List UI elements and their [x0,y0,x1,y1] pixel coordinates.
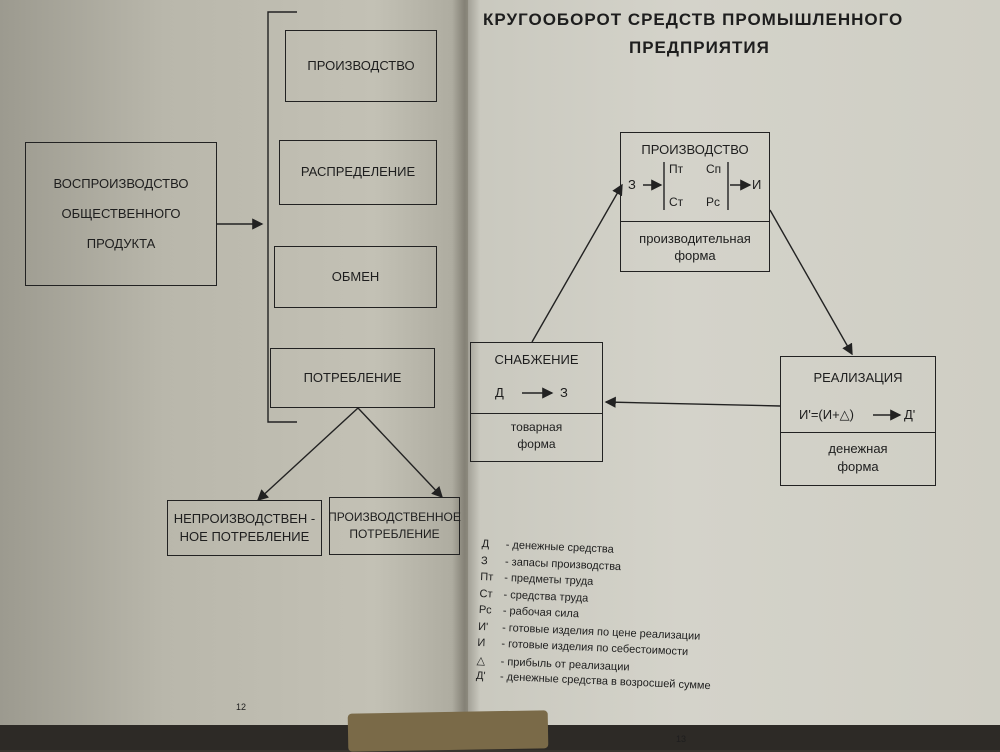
legend-key: Д [481,538,490,551]
arrow-production-to-realization [769,209,853,356]
stage-distribution-box: РАСПРЕДЕЛЕНИЕ [279,140,437,205]
legend: Д- денежные средства З- запасы производс… [476,538,717,697]
realization-title: РЕАЛИЗАЦИЯ [813,370,903,385]
production-title: ПРОИЗВОДСТВО [641,142,749,157]
reproduction-box: ВОСПРОИЗВОДСТВО ОБЩЕСТВЕННОГО ПРОДУКТА [25,142,217,286]
productive-consumption-box: ПРОИЗВОДСТВЕННОЕ ПОТРЕБЛЕНИЕ [328,497,461,555]
production-form-line-1: производительная [639,231,751,246]
legend-key: Пт [480,570,494,584]
legend-key: △ [476,654,486,667]
legend-key: И' [477,620,489,633]
left-page-number: 12 [236,702,247,712]
supply-form-line-2: форма [517,437,556,451]
unproductive-line-1: НЕПРОИЗВОДСТВЕН - [173,510,316,526]
production-box [620,132,770,272]
arrow-to-productive [357,407,443,499]
productive-line-1: ПРОИЗВОДСТВЕННОЕ [328,510,461,525]
realization-divider [780,432,936,433]
productive-line-2: ПОТРЕБЛЕНИЕ [349,527,440,541]
supply-box [470,342,603,462]
stage-distribution-label: РАСПРЕДЕЛЕНИЕ [300,164,416,180]
left-page [0,0,468,750]
book-spine [452,0,480,750]
reproduction-line-3: ПРОДУКТА [86,236,156,252]
realization-form-line-2: форма [837,459,879,474]
production-divider [620,221,770,222]
realization-box [780,356,936,486]
legend-key: Ст [479,587,493,601]
legend-text: - предметы труда [504,572,594,588]
reproduction-line-2: ОБЩЕСТВЕННОГО [61,205,181,221]
production-sp: Сп [706,162,722,176]
legend-key: И [477,636,486,650]
realization-formula: И'=(И+△) [799,407,855,422]
supply-form-line-1: товарная [510,420,563,434]
arrow-to-unproductive [256,407,359,501]
production-rs: Рс [706,195,721,209]
production-i: И [752,177,762,192]
supply-title: СНАБЖЕНИЕ [494,352,579,367]
stage-production-label: ПРОИЗВОДСТВО [307,57,415,73]
legend-key: Д' [475,669,486,683]
supply-d: Д [495,385,504,400]
production-form-line-2: форма [674,248,716,263]
arrow-supply-to-production [531,183,623,343]
legend-text: - рабочая сила [502,604,580,621]
stage-production-box: ПРОИЗВОДСТВО [285,30,437,102]
supply-z: З [560,385,568,400]
production-z: З [628,177,636,192]
stage-consumption-label: ПОТРЕБЛЕНИЕ [303,369,402,385]
legend-key: З [480,554,488,567]
stage-exchange-label: ОБМЕН [331,268,380,284]
reproduction-line-1: ВОСПРОИЗВОДСТВО [53,175,189,191]
stage-exchange-box: ОБМЕН [274,246,437,308]
diagram-title-line-2: ПРЕДПРИЯТИЯ [629,38,770,57]
legend-key: Рс [478,603,492,617]
supply-divider [470,413,603,414]
legend-text: - средства труда [503,588,589,605]
realization-form-line-1: денежная [828,441,888,456]
diagram-title-line-1: КРУГООБОРОТ СРЕДСТВ ПРОМЫШЛЕННОГО [483,10,904,29]
production-pt: Пт [669,162,684,176]
right-page [468,0,1000,750]
stages-bracket [267,11,297,423]
production-st: Ст [669,195,684,209]
unproductive-consumption-box: НЕПРОИЗВОДСТВЕН - НОЕ ПОТРЕБЛЕНИЕ [167,500,322,556]
stage-consumption-box: ПОТРЕБЛЕНИЕ [270,348,435,408]
right-page-number: 13 [676,734,687,744]
arrow-realization-to-supply [604,396,781,408]
realization-d-prime: Д' [904,407,916,422]
unproductive-line-2: НОЕ ПОТРЕБЛЕНИЕ [179,529,310,544]
